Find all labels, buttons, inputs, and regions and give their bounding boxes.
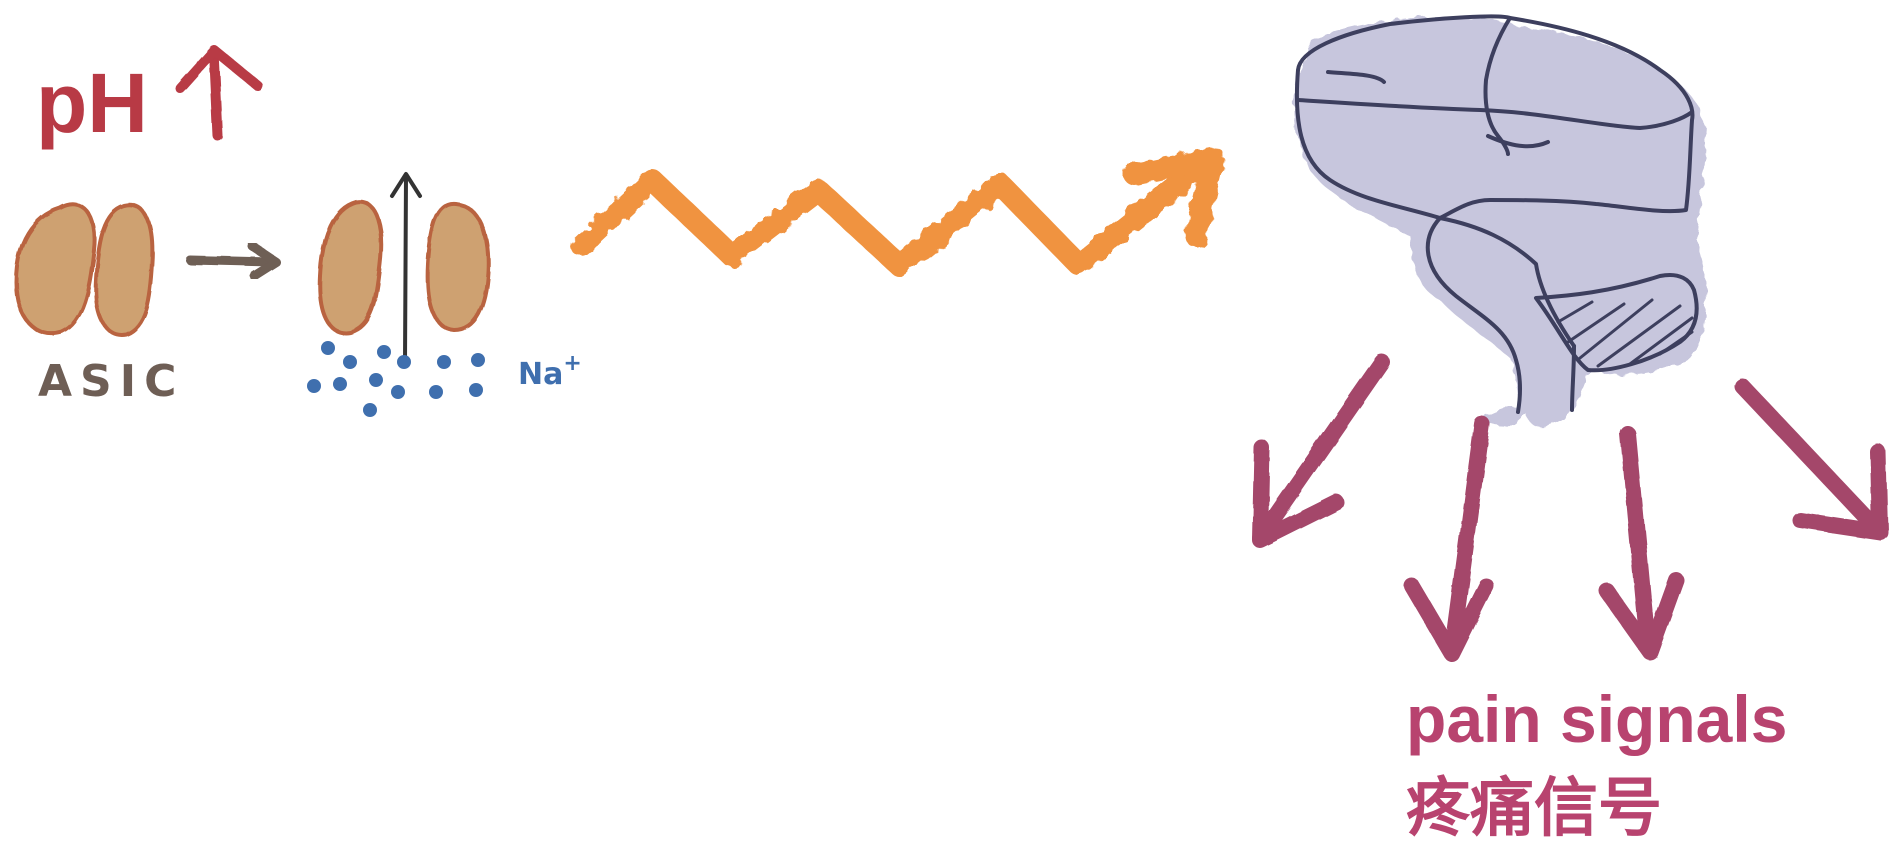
up-arrow-icon	[175, 45, 263, 141]
brain-cerebrum-outline	[1294, 14, 1695, 220]
cerebellum-outline	[1534, 273, 1699, 373]
channel-subunit-left	[317, 199, 384, 335]
down-arrow-icon	[1598, 426, 1684, 660]
pain-arrows	[1252, 354, 1888, 662]
sodium-label: Na+	[518, 351, 582, 392]
brain-fissure	[1483, 16, 1512, 156]
brain-icon	[1294, 14, 1708, 427]
brain-temporal-outline	[1425, 216, 1522, 414]
ion-flow-arrow	[390, 172, 422, 364]
zigzag-arrow-icon	[571, 147, 1225, 277]
down-arrow-icon	[1404, 416, 1494, 662]
channel-subunit-left	[13, 202, 97, 336]
right-arrow-icon	[185, 241, 281, 281]
brain-fold-small	[1486, 134, 1550, 149]
sodium-ions	[307, 341, 485, 417]
channel-subunit-right	[93, 203, 155, 337]
brain-fold-left	[1326, 70, 1386, 84]
brain-fill	[1294, 16, 1708, 427]
pain-signals-label: pain signals	[1406, 682, 1787, 756]
ph-label: pH	[36, 56, 148, 150]
cerebellum-hatching	[1556, 298, 1694, 368]
asic-label: ASIC	[38, 356, 184, 407]
asic-channel-closed	[13, 202, 155, 337]
asic-channel-open	[317, 199, 491, 335]
brain-top-fold	[1296, 98, 1694, 130]
down-left-arrow-icon	[1252, 354, 1390, 548]
pain-signals-label-zh: 疼痛信号	[1406, 772, 1662, 846]
ph-increase: pH	[36, 45, 263, 150]
brain-lower-contour	[1438, 216, 1576, 348]
channel-subunit-right	[425, 201, 491, 333]
down-right-arrow-icon	[1734, 378, 1888, 540]
